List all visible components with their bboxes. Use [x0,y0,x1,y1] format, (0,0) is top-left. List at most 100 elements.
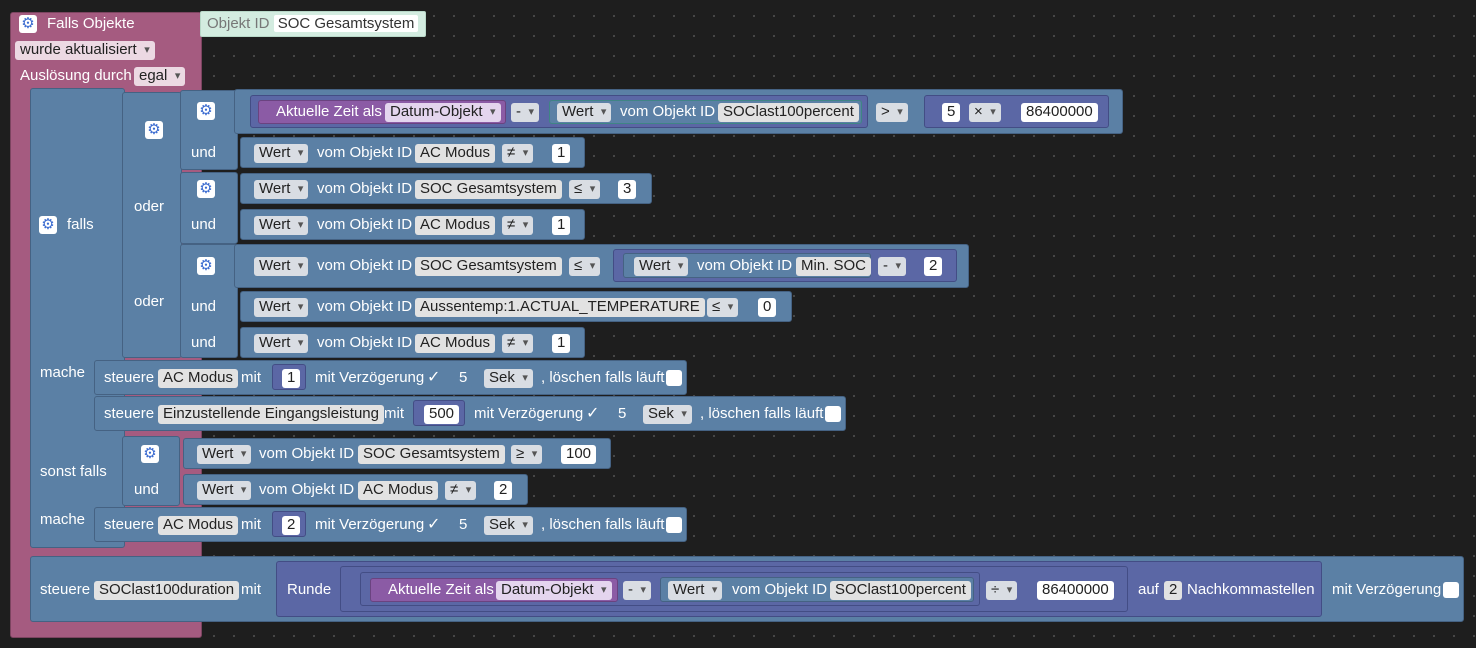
number-value[interactable]: 2 [494,481,513,500]
multiply-op-dropdown[interactable]: × [969,103,1001,122]
vom-obj-label: vom Objekt ID [620,103,716,120]
number-value[interactable]: 0 [758,298,777,317]
vom-obj-label: vom Objekt ID [317,216,413,233]
or-gear-icon[interactable]: ⚙ [145,121,163,139]
value-type-dropdown[interactable]: Wert [254,257,309,276]
mit-label: mit [241,516,261,533]
and-label: und [134,481,160,498]
vom-obj-label: vom Objekt ID [317,334,413,351]
clear-checkbox[interactable] [666,517,682,533]
decimals-label: Nachkommastellen [1187,581,1315,598]
number-value[interactable]: 500 [424,405,460,424]
number-value[interactable]: 3 [618,180,637,199]
object-id-field[interactable]: AC Modus [415,144,496,163]
object-id-field[interactable]: AC Modus [415,216,496,235]
clear-checkbox[interactable] [825,406,841,422]
value-type-dropdown[interactable]: Wert [254,180,309,199]
decimal-places-field[interactable]: 2 [1164,581,1183,600]
value-type-dropdown[interactable]: Wert [634,257,689,276]
or-label-1: oder [134,198,165,215]
value-type-dropdown[interactable]: Wert [254,216,309,235]
if-block[interactable] [30,88,125,548]
checkbox-checked-icon[interactable]: ✓ [586,405,600,422]
value-type-dropdown[interactable]: Wert [668,581,723,600]
vom-obj-label: vom Objekt ID [732,581,828,598]
steuere-label: steuere [40,581,91,598]
unit-dropdown[interactable]: Sek [484,369,533,388]
delay-field[interactable]: 5 [454,516,473,535]
value-type-dropdown[interactable]: Wert [557,103,612,122]
compare-op-dropdown[interactable]: > [876,103,908,122]
object-id-label: Objekt ID [207,15,270,32]
object-id-field[interactable]: SOC Gesamtsystem [415,257,562,276]
mit-label: mit [241,581,261,598]
object-id-field[interactable]: AC Modus [358,481,439,500]
object-id-field[interactable]: SOClast100percent [830,581,971,600]
and3-gear-icon[interactable]: ⚙ [197,257,215,275]
compare-op-dropdown[interactable]: ≠ [502,144,534,163]
value-type-dropdown[interactable]: Wert [254,334,309,353]
elseif-gear-icon[interactable]: ⚙ [141,445,159,463]
compare-op-dropdown[interactable]: ≤ [569,257,601,276]
compare-op-dropdown[interactable]: ≤ [707,298,739,317]
number-value[interactable]: 1 [282,369,301,388]
object-id-field[interactable]: AC Modus [415,334,496,353]
trigger-title: Falls Objekte [47,15,135,32]
checkbox-checked-icon[interactable]: ✓ [427,516,441,533]
number-86400000[interactable]: 86400000 [1021,103,1098,122]
trigger-event-dropdown[interactable]: wurde aktualisiert [15,41,155,60]
compare-op-dropdown[interactable]: ≤ [569,180,601,199]
target-field[interactable]: AC Modus [158,516,239,535]
mit-label: mit [384,405,404,422]
delay-checkbox[interactable] [1443,582,1459,598]
number-value[interactable]: 2 [924,257,943,276]
clear-checkbox[interactable] [666,370,682,386]
object-id-field[interactable]: SOClast100percent [718,103,859,122]
number-value[interactable]: 2 [282,516,301,535]
and2-gear-icon[interactable]: ⚙ [197,180,215,198]
if-gear-icon[interactable]: ⚙ [39,216,57,234]
object-id-field[interactable]: Min. SOC [796,257,872,276]
target-field[interactable]: AC Modus [158,369,239,388]
trigger-source-dropdown[interactable]: egal [134,67,186,86]
number-86400000[interactable]: 86400000 [1037,581,1114,600]
number-5[interactable]: 5 [942,103,961,122]
divide-op-dropdown[interactable]: ÷ [986,581,1018,600]
object-id-field[interactable]: SOC Gesamtsystem [358,445,505,464]
and1-gear-icon[interactable]: ⚙ [197,102,215,120]
auf-label: auf [1138,581,1159,598]
object-id-field[interactable]: Aussentemp:1.ACTUAL_TEMPERATURE [415,298,705,317]
number-value[interactable]: 1 [552,334,571,353]
trigger-object-id[interactable]: Objekt ID SOC Gesamtsystem [200,11,426,37]
number-value[interactable]: 100 [561,445,597,464]
delay-label: mit Verzögerung [315,516,425,533]
number-value[interactable]: 1 [552,144,571,163]
compare-op-dropdown[interactable]: ≠ [502,334,534,353]
date-format-dropdown[interactable]: Datum-Objekt [496,581,612,600]
minus-op-dropdown[interactable]: - [878,257,906,276]
trigger-gear-icon[interactable]: ⚙ [19,15,37,33]
target-field[interactable]: Einzustellende Eingangsleistung [158,405,384,424]
vom-obj-label: vom Objekt ID [317,180,413,197]
number-value[interactable]: 1 [552,216,571,235]
and-label: und [191,334,217,351]
value-type-dropdown[interactable]: Wert [254,144,309,163]
minus-op-dropdown[interactable]: - [511,103,539,122]
object-id-field[interactable]: SOC Gesamtsystem [415,180,562,199]
date-format-dropdown[interactable]: Datum-Objekt [385,103,501,122]
value-type-dropdown[interactable]: Wert [254,298,309,317]
delay-field[interactable]: 5 [613,405,632,424]
unit-dropdown[interactable]: Sek [484,516,533,535]
trigger-source-label: Auslösung durch [20,67,132,84]
unit-dropdown[interactable]: Sek [643,405,692,424]
checkbox-checked-icon[interactable]: ✓ [427,369,441,386]
delay-field[interactable]: 5 [454,369,473,388]
compare-op-dropdown[interactable]: ≥ [511,445,543,464]
target-field[interactable]: SOClast100duration [94,581,240,600]
value-type-dropdown[interactable]: Wert [197,445,252,464]
value-type-dropdown[interactable]: Wert [197,481,252,500]
minus-op-dropdown[interactable]: - [623,581,651,600]
vom-obj-label: vom Objekt ID [259,481,355,498]
compare-op-dropdown[interactable]: ≠ [502,216,534,235]
compare-op-dropdown[interactable]: ≠ [445,481,477,500]
